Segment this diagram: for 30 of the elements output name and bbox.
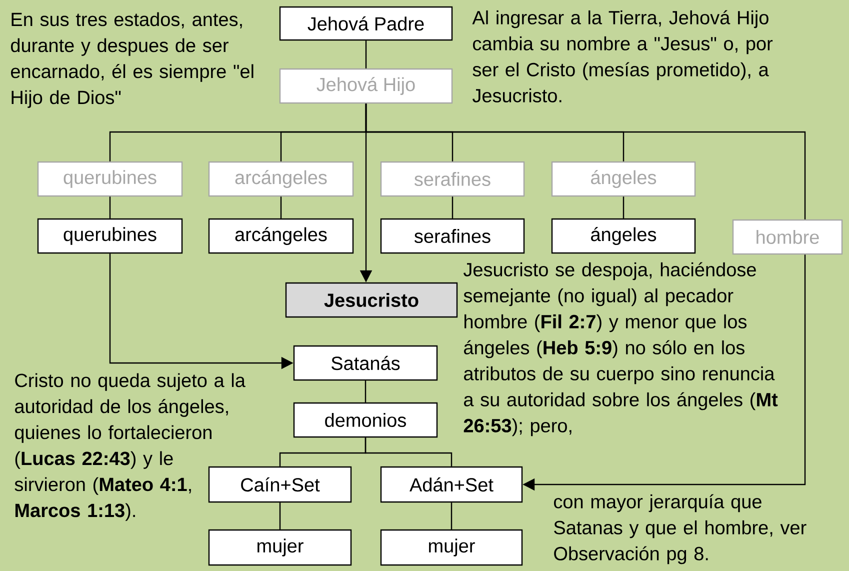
- connector-line: [364, 438, 452, 466]
- connector-line: [452, 196, 454, 218]
- name-box: Adán+Set: [380, 466, 523, 503]
- name-box: arcángeles: [208, 218, 354, 254]
- name-box: querubines: [37, 218, 183, 254]
- name-box: Jehová Padre: [279, 6, 453, 41]
- name-box: serafines: [380, 161, 525, 197]
- note-text: Al ingresar a la Tierra, Jehová Hijo cambia su nombre a "Jesus" o, por ser el Cristo (mesías prometido), a Jesucristo.: [472, 10, 773, 102]
- name-box: arcángeles: [208, 161, 354, 197]
- connector-line: [279, 502, 281, 530]
- name-box: demonios: [293, 402, 438, 438]
- note-text: Jesucristo se despoja, haciéndose semejante (no igual) al pecador hombre (Fil 2:7) y menor que los ángeles (Heb 5:9) no sólo en los atributos de su cuerpo sino renuncia a su autoridad sobre los ángeles (Mt 26:53); pero,: [464, 262, 778, 436]
- connector-line: [109, 196, 111, 218]
- name-box: ángeles: [551, 161, 696, 197]
- name-box: serafines: [380, 218, 525, 254]
- connector-line: [364, 380, 366, 402]
- note-text: En sus tres estados, antes, durante y despues de ser encarnado, él es siempre "el Hijo de Dios": [11, 12, 254, 108]
- name-box: hombre: [732, 219, 843, 255]
- name-box: Jesucristo: [285, 282, 458, 318]
- note-text: con mayor jerarquía que Satanas y que el hombre, ver Observación pg 8.: [554, 494, 806, 564]
- name-box: mujer: [380, 529, 523, 566]
- connector-line: [450, 502, 452, 530]
- name-box: Jehová Hijo: [279, 68, 453, 104]
- connector-line: [622, 196, 624, 218]
- connector-line: [280, 196, 282, 218]
- name-box: querubines: [37, 161, 183, 197]
- name-box: Satanás: [293, 345, 438, 381]
- name-box: mujer: [208, 529, 352, 566]
- name-box: ángeles: [551, 218, 696, 254]
- connector-line: [365, 40, 367, 68]
